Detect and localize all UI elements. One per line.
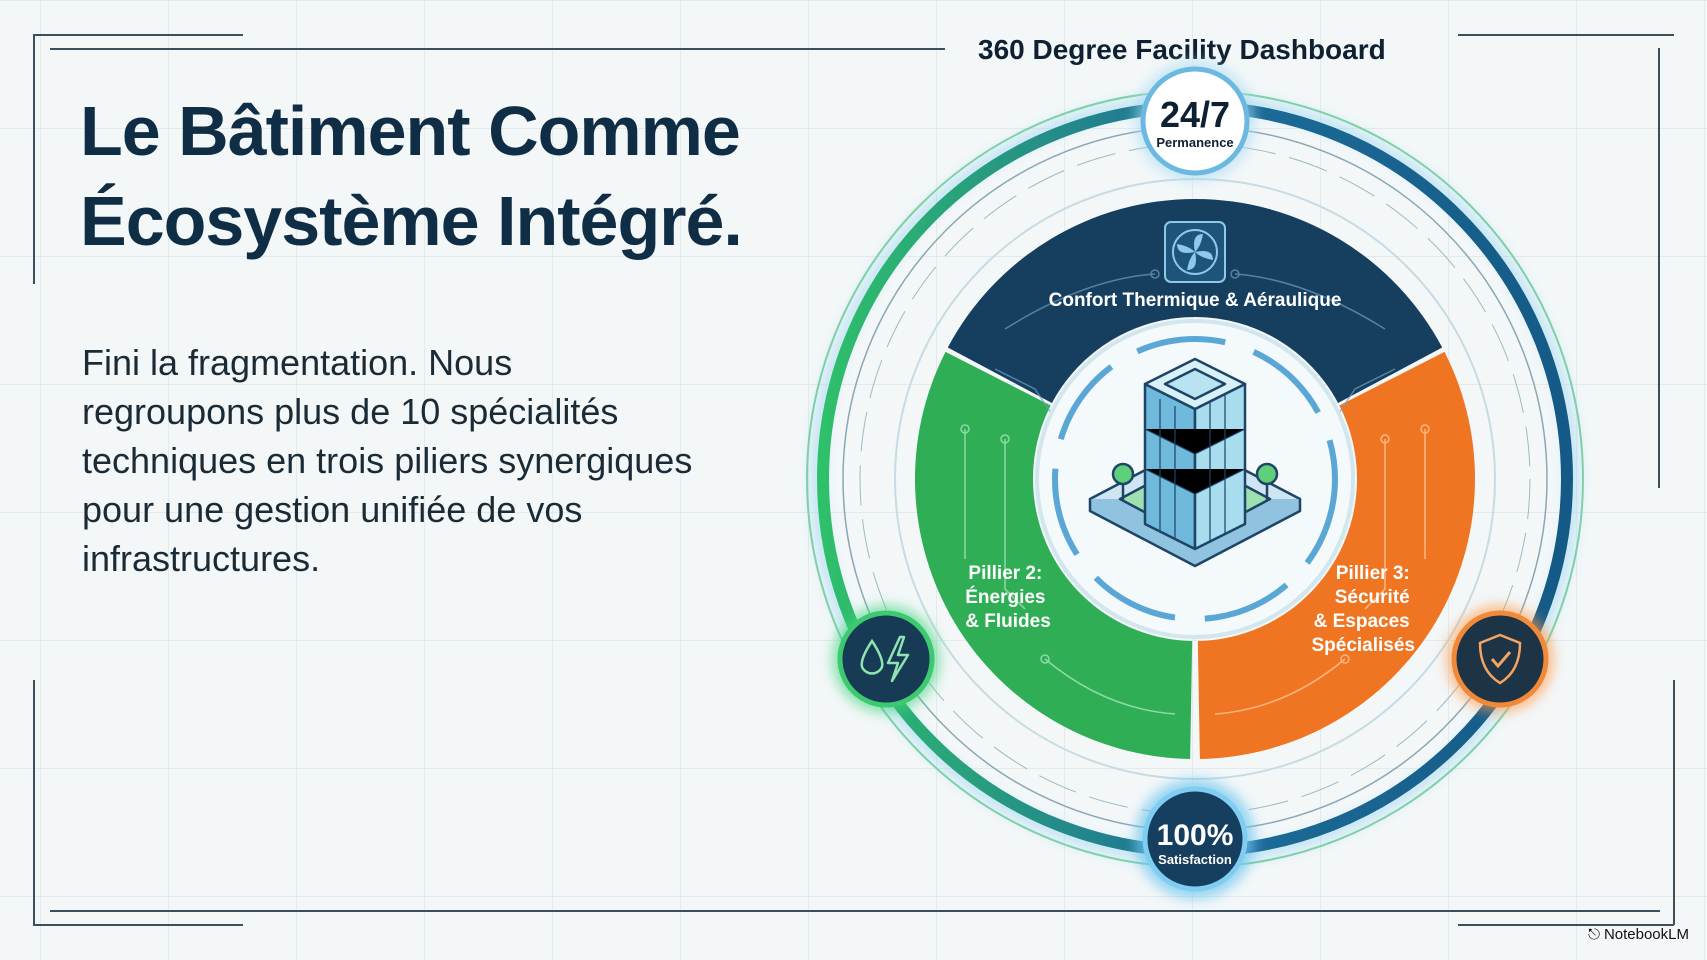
green-circuit-lines bbox=[960, 424, 1176, 715]
hub-ring bbox=[1052, 336, 1338, 622]
pillar2-label: Pillier 2: Énergies & Fluides bbox=[965, 563, 1051, 632]
frame-top-left bbox=[33, 34, 243, 36]
pillar1-segment[interactable] bbox=[947, 199, 1443, 403]
dashboard-title: 360 Degree Facility Dashboard bbox=[978, 34, 1386, 65]
notebooklm-brand: ⎋ NotebookLM bbox=[1588, 926, 1689, 943]
frame-top-right bbox=[1458, 34, 1674, 36]
satisfaction-label: Satisfaction bbox=[1158, 852, 1232, 867]
pillar3-label: Pillier 3: Sécurité & Espaces Spécialisé… bbox=[1311, 563, 1415, 656]
frame-top-mid bbox=[50, 48, 945, 50]
title-line-1: Le Bâtiment Comme bbox=[80, 92, 741, 170]
page-title: Le Bâtiment Comme Écosystème Intégré. bbox=[80, 86, 743, 266]
pillar2-segment[interactable] bbox=[915, 351, 1193, 759]
frame-bottom-right bbox=[1458, 924, 1674, 926]
frame-right-low bbox=[1673, 680, 1675, 925]
frame-left bbox=[33, 34, 35, 284]
brand-label: NotebookLM bbox=[1603, 926, 1689, 943]
building-icon bbox=[1088, 357, 1302, 568]
frame-right bbox=[1658, 48, 1660, 488]
water-energy-icon bbox=[832, 605, 940, 713]
pillar1-label: Confort Thermique & Aéraulique bbox=[1049, 290, 1342, 311]
shield-check-icon bbox=[1446, 605, 1554, 713]
satisfaction-value: 100% bbox=[1157, 819, 1234, 852]
frame-bottom bbox=[50, 910, 1660, 912]
title-line-2: Écosystème Intégré. bbox=[80, 182, 743, 260]
body-text: Fini la fragmentation. Nous regroupons p… bbox=[82, 342, 693, 579]
fan-icon bbox=[1164, 221, 1226, 283]
permanence-badge: 24/7 Permanence bbox=[1135, 61, 1255, 181]
notebooklm-logo-icon: ⎋ bbox=[1588, 926, 1600, 943]
frame-left-low bbox=[33, 680, 35, 925]
permanence-value: 24/7 bbox=[1160, 94, 1230, 135]
pillar3-segment[interactable] bbox=[1197, 351, 1475, 759]
orange-circuit-lines bbox=[1214, 424, 1430, 715]
satisfaction-badge: 100% Satisfaction bbox=[1135, 779, 1255, 899]
permanence-label: Permanence bbox=[1156, 135, 1233, 150]
frame-bottom-left bbox=[33, 924, 243, 926]
